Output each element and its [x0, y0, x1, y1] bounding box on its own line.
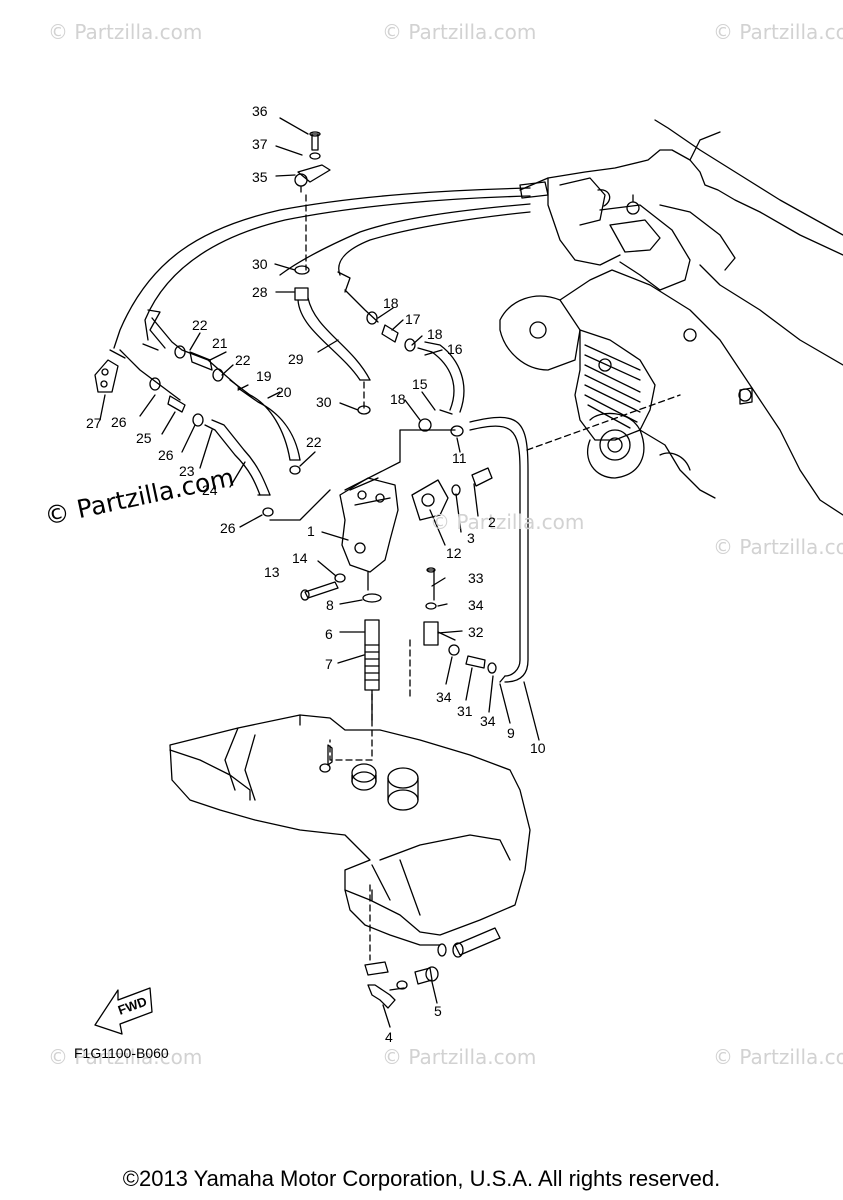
callout-label: 22: [235, 352, 251, 368]
callout-label: 16: [447, 341, 463, 357]
right-hose: [344, 289, 465, 432]
callout-label: 31: [457, 703, 473, 719]
callout-leaders: [99, 117, 540, 1028]
watermark: © Partzilla.com: [382, 1045, 537, 1069]
callout-label: 12: [446, 545, 462, 561]
callout-label: 25: [136, 430, 152, 446]
callout-label: 3: [467, 530, 475, 546]
callout-label: 32: [468, 624, 484, 640]
bracket-assembly: [294, 131, 331, 271]
callout-label: 30: [316, 394, 332, 410]
hose-10: [450, 416, 529, 683]
hose-29: [294, 265, 371, 415]
fitting-32: [423, 567, 497, 674]
callout-label: 19: [256, 368, 272, 384]
callout-label: 30: [252, 256, 268, 272]
copyright: ©2013 Yamaha Motor Corporation, U.S.A. A…: [122, 1166, 721, 1191]
engine-block: [499, 119, 843, 516]
callout-label: 34: [436, 689, 452, 705]
watermark: © Partzilla.com: [48, 20, 203, 44]
callout-label: 5: [434, 1003, 442, 1019]
oil-pump: [269, 429, 456, 591]
watermark: © Partzilla.com: [713, 20, 843, 44]
callout-label: 22: [192, 317, 208, 333]
callout-label: 11: [452, 450, 467, 466]
callout-label: 20: [276, 384, 292, 400]
callout-label: 21: [212, 335, 228, 351]
callout-label: 27: [86, 415, 102, 431]
callout-label: 13: [264, 564, 280, 580]
hose-6-7: [362, 593, 382, 721]
callout-label: 9: [507, 725, 515, 741]
watermark: © Partzilla.com: [382, 20, 537, 44]
left-hose-lower: [119, 349, 274, 517]
callout-label: 2: [488, 514, 496, 530]
watermark: © Partzilla.com: [713, 535, 843, 559]
callout-label: 17: [405, 311, 421, 327]
watermark: © Partzilla.com: [48, 1045, 203, 1069]
callout-label: 29: [288, 351, 304, 367]
callout-label: 33: [468, 570, 484, 586]
diagram-id: F1G1100-B060: [74, 1045, 169, 1061]
callout-label: 10: [530, 740, 546, 756]
callout-label: 24: [202, 482, 218, 498]
callout-label: 26: [158, 447, 174, 463]
callout-label: 18: [383, 295, 399, 311]
callout-label: 35: [252, 169, 268, 185]
callout-label: 23: [179, 463, 195, 479]
callout-label: 4: [385, 1029, 393, 1045]
callout-label: 7: [325, 656, 333, 672]
callout-label: 34: [480, 713, 496, 729]
callout-label: 34: [468, 597, 484, 613]
elbow-4: [364, 961, 439, 1009]
callout-label: 1: [307, 523, 315, 539]
oil-tank: [169, 714, 531, 958]
callout-label: 22: [306, 434, 322, 450]
callout-label: 14: [292, 550, 308, 566]
callout-label: 28: [252, 284, 268, 300]
callout-label: 6: [325, 626, 333, 642]
callout-label: 15: [412, 376, 428, 392]
callout-label: 36: [252, 103, 268, 119]
callout-label: 18: [427, 326, 443, 342]
callout-label: 37: [252, 136, 268, 152]
callout-label: 26: [220, 520, 236, 536]
clip-27: [94, 359, 119, 393]
watermark: © Partzilla.com: [430, 510, 585, 534]
left-hose-upper: [151, 317, 301, 475]
fwd-arrow: FWD: [94, 987, 153, 1035]
bolt-13: [300, 573, 346, 601]
callout-label: 18: [390, 391, 406, 407]
watermark: © Partzilla.com: [713, 1045, 843, 1069]
leader-lines: [329, 394, 681, 961]
callout-label: 26: [111, 414, 127, 430]
callout-label: 8: [326, 597, 334, 613]
